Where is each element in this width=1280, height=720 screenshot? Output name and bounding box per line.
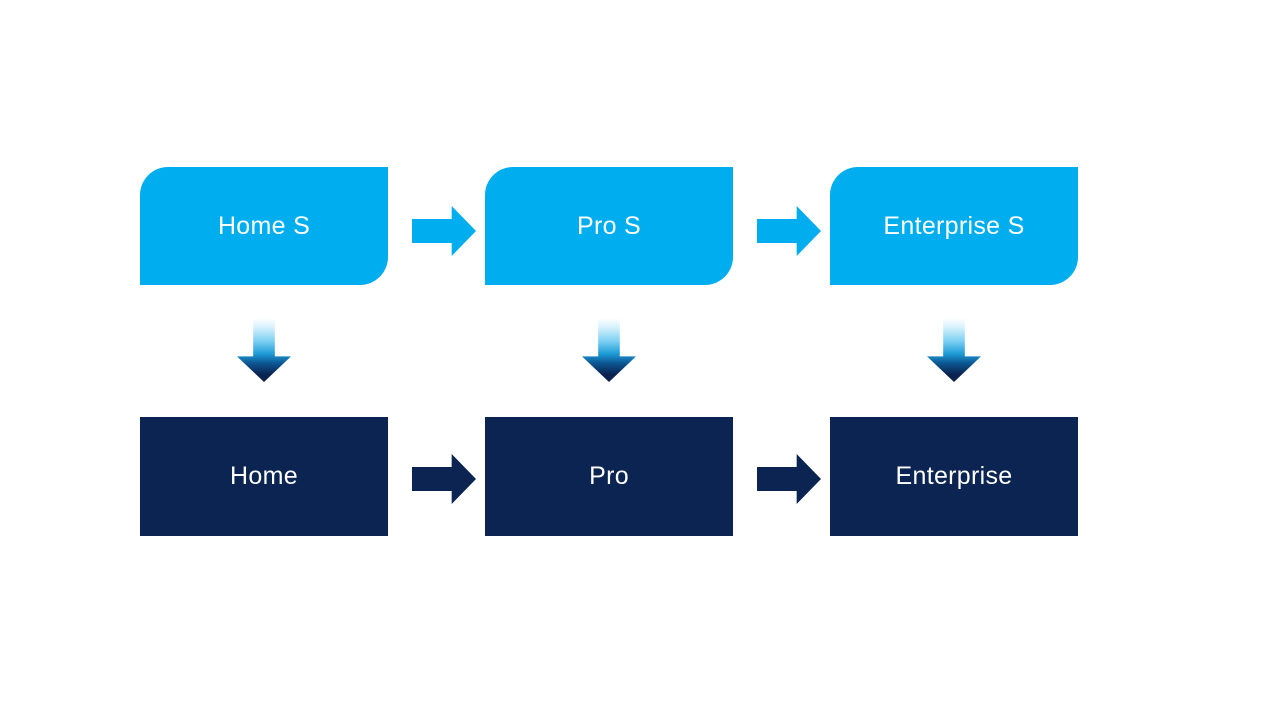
right-arrow-icon [412,206,476,256]
node-enterprise: Enterprise [830,417,1078,536]
node-home-s: Home S [140,167,388,285]
right-arrow-icon [757,206,821,256]
node-label: Pro [589,462,629,490]
node-enterprise-s: Enterprise S [830,167,1078,285]
down-arrow-icon [927,318,981,382]
right-arrow-icon [412,454,476,504]
node-label: Pro S [576,211,642,240]
node-pro-s: Pro S [485,167,733,285]
down-arrow-icon [237,318,291,382]
down-arrow-icon [582,318,636,382]
node-label: Home [230,462,298,490]
node-label: Enterprise S [883,211,1025,240]
node-label: Enterprise [895,462,1013,490]
node-label: Home S [217,211,311,240]
node-pro: Pro [485,417,733,536]
node-home: Home [140,417,388,536]
right-arrow-icon [757,454,821,504]
